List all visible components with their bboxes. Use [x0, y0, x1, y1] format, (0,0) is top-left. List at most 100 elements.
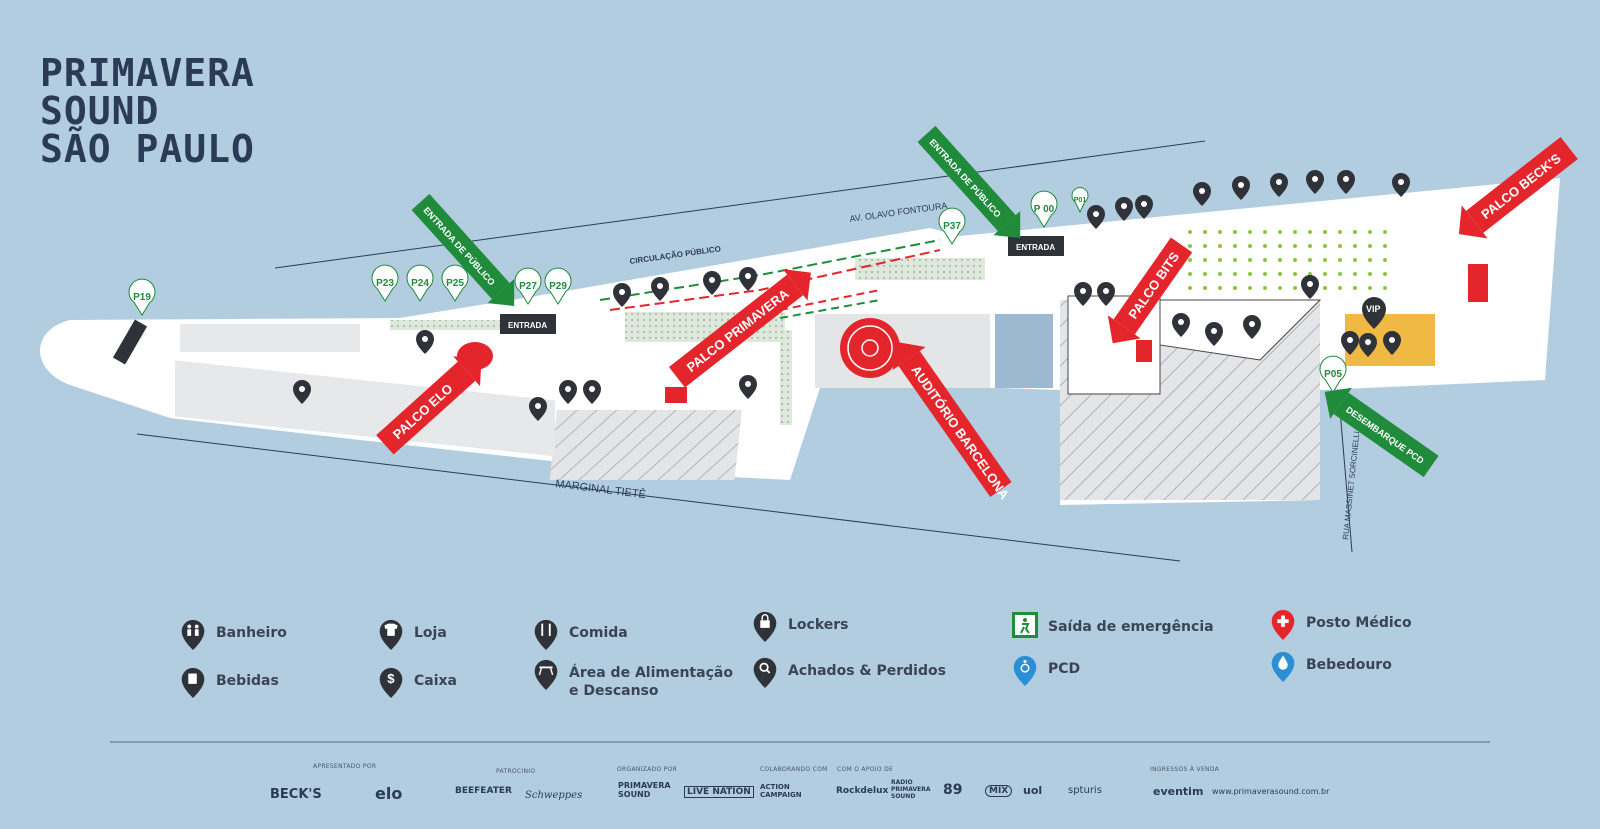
beer-icon[interactable] — [1359, 333, 1377, 357]
legend-label: Lockers — [788, 617, 849, 633]
food-icon[interactable] — [1341, 331, 1359, 355]
table-dot — [1203, 230, 1207, 234]
parking-marker-p01[interactable]: P01 — [1071, 187, 1089, 214]
toilet-icon[interactable] — [651, 277, 669, 301]
parking-marker-p29[interactable]: P29 — [544, 267, 572, 305]
magnifier-icon[interactable] — [1097, 282, 1115, 306]
parking-marker-p37[interactable]: P37 — [938, 207, 966, 245]
beer-icon[interactable] — [1301, 275, 1319, 299]
food-court-area — [1159, 299, 1322, 361]
street-olavo: AV. OLAVO FONTOURA — [849, 200, 948, 224]
toilet-icon[interactable] — [1392, 173, 1410, 197]
table-dot — [1353, 286, 1357, 290]
table-dot — [1233, 244, 1237, 248]
table-dot — [1263, 272, 1267, 276]
sponsor-action: ACTION CAMPAIGN — [760, 783, 802, 799]
beer-icon[interactable] — [703, 271, 721, 295]
table-dot — [1323, 286, 1327, 290]
parking-marker-p24[interactable]: P24 — [406, 264, 434, 302]
hedge-strip-1 — [390, 320, 510, 330]
parking-label: P23 — [376, 278, 394, 289]
beer-icon[interactable] — [613, 283, 631, 307]
table-dot — [1233, 286, 1237, 290]
beer-icon[interactable] — [1270, 173, 1288, 197]
toilet-icon[interactable] — [1193, 182, 1211, 206]
table-dot — [1203, 286, 1207, 290]
water-channel — [995, 314, 1053, 388]
lock-icon[interactable] — [1074, 282, 1092, 306]
table-dot — [1218, 258, 1222, 262]
toilet-icon[interactable] — [1383, 331, 1401, 355]
table-dot — [1323, 272, 1327, 276]
table-dot — [1248, 230, 1252, 234]
parking-marker-p23[interactable]: P23 — [371, 264, 399, 302]
sponsor-89: 89 — [943, 782, 963, 798]
beer-icon[interactable] — [416, 330, 434, 354]
table-dot — [1218, 230, 1222, 234]
table-dot — [1218, 272, 1222, 276]
beer-icon[interactable] — [1172, 313, 1190, 337]
legend-label: Comida — [569, 625, 628, 641]
circulation-route-4 — [779, 299, 881, 319]
logo-line-2: SOUND — [40, 89, 160, 133]
table-dot — [1293, 286, 1297, 290]
sponsor-live-nation: LIVE NATION — [684, 786, 754, 798]
legend-label: Área de Alimentação e Descanso — [569, 665, 733, 699]
lock-icon[interactable] — [559, 380, 577, 404]
road-line-south — [136, 433, 1181, 562]
beer-icon[interactable] — [1087, 205, 1105, 229]
legend-label: Posto Médico — [1306, 615, 1412, 631]
parking-marker-p25[interactable]: P25 — [441, 264, 469, 302]
table-dot — [1263, 244, 1267, 248]
table-dot — [1218, 244, 1222, 248]
legend-bebidas: Bebidas — [180, 666, 279, 698]
legend-label: Loja — [414, 625, 447, 641]
vip-pin[interactable]: VIP — [1362, 297, 1386, 329]
toilet-icon[interactable] — [739, 267, 757, 291]
legend-achados: Achados & Perdidos — [752, 656, 946, 688]
dollar-icon[interactable] — [1232, 176, 1250, 200]
legend-label: PCD — [1048, 661, 1081, 677]
parking-marker-p00[interactable]: P 00 — [1030, 190, 1058, 228]
food-icon[interactable] — [1306, 170, 1324, 194]
magnifier-icon[interactable] — [583, 380, 601, 404]
entry-west[interactable]: ENTRADA DE PÚBLICO — [407, 190, 527, 318]
wheelchair-icon — [1013, 655, 1037, 686]
table-dot — [1233, 258, 1237, 262]
parking-marker-p27[interactable]: P27 — [514, 267, 542, 305]
toilet-icon[interactable] — [739, 375, 757, 399]
ticketing-box — [112, 319, 148, 365]
vip-label: VIP — [1366, 304, 1381, 314]
food-icon[interactable] — [529, 397, 547, 421]
table-dot — [1203, 258, 1207, 262]
legend-loja: Loja — [378, 618, 447, 650]
table-dot — [1338, 258, 1342, 262]
table-dot — [1323, 244, 1327, 248]
legend-banheiro: Banheiro — [180, 618, 287, 650]
toilet-icon[interactable] — [293, 380, 311, 404]
parking-marker-p05[interactable]: P05 — [1319, 355, 1347, 393]
food-icon — [534, 619, 558, 650]
road-line-sorcinelli — [1339, 409, 1353, 553]
table-dot — [1323, 230, 1327, 234]
table-dot — [1338, 286, 1342, 290]
food-icon[interactable] — [1205, 322, 1223, 346]
table-dot — [1293, 258, 1297, 262]
table-dot — [1248, 286, 1252, 290]
table-dot — [1188, 258, 1192, 262]
beer-icon[interactable] — [1337, 170, 1355, 194]
website-link[interactable]: www.primaverasound.com.br — [1212, 787, 1330, 796]
table-dot — [1203, 244, 1207, 248]
parking-label: P24 — [411, 278, 429, 289]
food-icon[interactable] — [1115, 197, 1133, 221]
table-dot — [1308, 272, 1312, 276]
gate-east: ENTRADA — [1008, 236, 1064, 256]
picnic-table-icon — [534, 659, 558, 690]
stage-becks-structure — [1468, 264, 1488, 302]
beer-icon[interactable] — [1135, 195, 1153, 219]
beer-icon[interactable] — [1243, 315, 1261, 339]
shirt-icon — [379, 619, 403, 650]
parking-marker-p19[interactable]: P19 — [128, 278, 156, 316]
table-dot — [1263, 286, 1267, 290]
table-dot — [1383, 230, 1387, 234]
